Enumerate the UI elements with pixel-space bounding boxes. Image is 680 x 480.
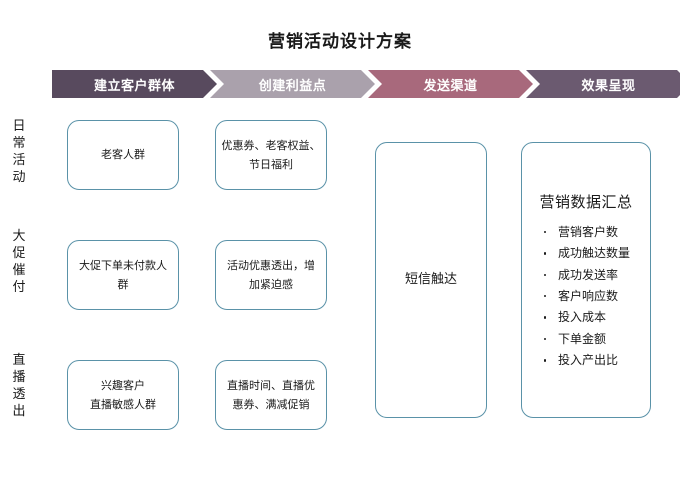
row-label-char: 付 (12, 280, 26, 296)
card-text-line: 兴趣客户 (101, 378, 145, 392)
card-benefit-livestream-coupon-discount[interactable]: 直播时间、直播优惠券、满减促销 (215, 360, 327, 430)
card-text-line: 大促下单未付款人 (79, 258, 167, 272)
row-label-char: 透 (12, 387, 26, 403)
card-channel-sms-reach[interactable]: 短信触达 (375, 142, 487, 418)
row-label-char: 促 (12, 246, 26, 262)
card-text-line: 加紧迫感 (249, 278, 293, 291)
card-marketing-data-summary[interactable]: 营销数据汇总 营销客户数成功触达数量成功发送率客户响应数投入成本下单金额投入产出… (521, 142, 651, 418)
process-step-build-customer-group[interactable]: 建立客户群体 (52, 70, 217, 98)
summary-metric-item: 投入成本 (542, 307, 630, 328)
row-label-char: 常 (12, 136, 26, 152)
card-text-line: 老客人群 (101, 148, 145, 162)
row-label-char: 出 (12, 404, 26, 420)
summary-metric-item: 投入产出比 (542, 350, 630, 371)
process-step-send-channel[interactable]: 发送渠道 (368, 70, 533, 98)
card-text-line: 群 (117, 278, 129, 291)
card-benefit-promotion-urgency[interactable]: 活动优惠透出，增加紧迫感 (215, 240, 327, 310)
row-label-promotion-reminder: 大促催付 (8, 228, 30, 297)
card-text-line: 短信触达 (404, 271, 457, 287)
row-label-char: 活 (12, 153, 26, 169)
card-text-line: 活动优惠透出，增 (227, 258, 315, 272)
summary-metric-item: 下单金额 (542, 329, 630, 350)
summary-metric-item: 成功触达数量 (542, 243, 630, 264)
row-label-livestream-exposure: 直播透出 (8, 352, 30, 421)
summary-title: 营销数据汇总 (539, 192, 633, 211)
card-text-line: 直播敏感人群 (90, 398, 156, 411)
row-label-char: 播 (12, 370, 26, 386)
summary-metric-item: 客户响应数 (542, 286, 630, 307)
row-label-char: 日 (12, 119, 26, 134)
summary-metric-item: 营销客户数 (542, 222, 630, 243)
card-text-line: 节日福利 (249, 158, 293, 171)
card-audience-existing-customers[interactable]: 老客人群 (67, 120, 179, 190)
process-step-bar: 建立客户群体 创建利益点 发送渠道 效果呈现 (52, 70, 664, 98)
process-step-result-presentation[interactable]: 效果呈现 (526, 70, 680, 98)
card-text-line: 直播时间、直播优 (227, 378, 315, 392)
card-text-line: 优惠券、老客权益、 (221, 138, 321, 152)
row-label-char: 催 (12, 263, 26, 279)
card-text-line: 惠券、满减促销 (232, 398, 310, 411)
card-audience-interest-livestream-users[interactable]: 兴趣客户直播敏感人群 (67, 360, 179, 430)
row-label-char: 大 (12, 229, 26, 244)
summary-metric-list: 营销客户数成功触达数量成功发送率客户响应数投入成本下单金额投入产出比 (542, 222, 630, 372)
page-title: 营销活动设计方案 (268, 32, 412, 52)
row-label-char: 动 (12, 170, 26, 186)
row-label-daily-activity: 日常活动 (8, 118, 30, 187)
card-audience-unpaid-order-users[interactable]: 大促下单未付款人群 (67, 240, 179, 310)
card-benefit-coupon-rights-holiday[interactable]: 优惠券、老客权益、节日福利 (215, 120, 327, 190)
process-step-create-benefit[interactable]: 创建利益点 (210, 70, 375, 98)
row-label-char: 直 (12, 353, 26, 368)
summary-metric-item: 成功发送率 (542, 265, 630, 286)
